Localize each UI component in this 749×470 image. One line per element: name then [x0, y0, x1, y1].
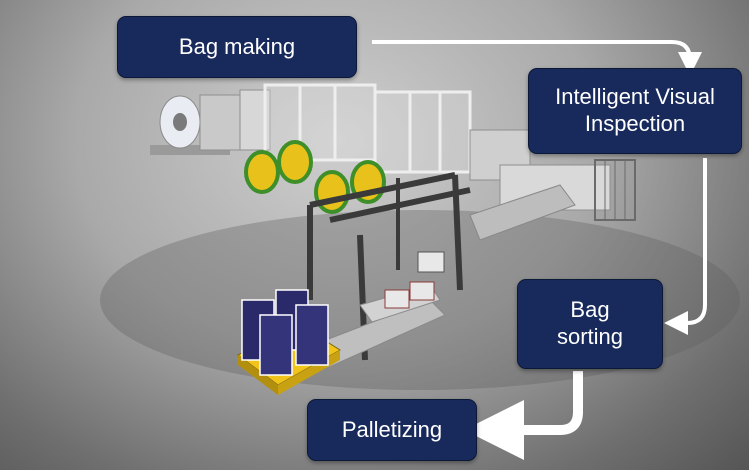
film-rolls — [244, 140, 386, 214]
bag-cartons-on-conveyor — [384, 251, 445, 309]
step-label: Bag sorting — [556, 297, 624, 349]
step-palletizing: Palletizing — [307, 399, 477, 461]
arrow-inspection-to-sorting — [664, 158, 707, 335]
step-label: Bag making — [178, 33, 296, 59]
arrow-sorting-to-palletizing — [464, 371, 583, 460]
step-label: Intelligent Visual Inspection — [555, 84, 715, 136]
pallet-with-bags — [237, 289, 341, 395]
arrow-bag-making-to-inspection — [372, 40, 702, 76]
sorting-conveyor — [469, 184, 576, 241]
step-label: Palletizing — [341, 416, 443, 442]
step-intelligent-visual-inspection: Intelligent Visual Inspection — [528, 68, 742, 154]
step-bag-making: Bag making — [117, 16, 357, 78]
step-bag-sorting: Bag sorting — [517, 279, 663, 369]
